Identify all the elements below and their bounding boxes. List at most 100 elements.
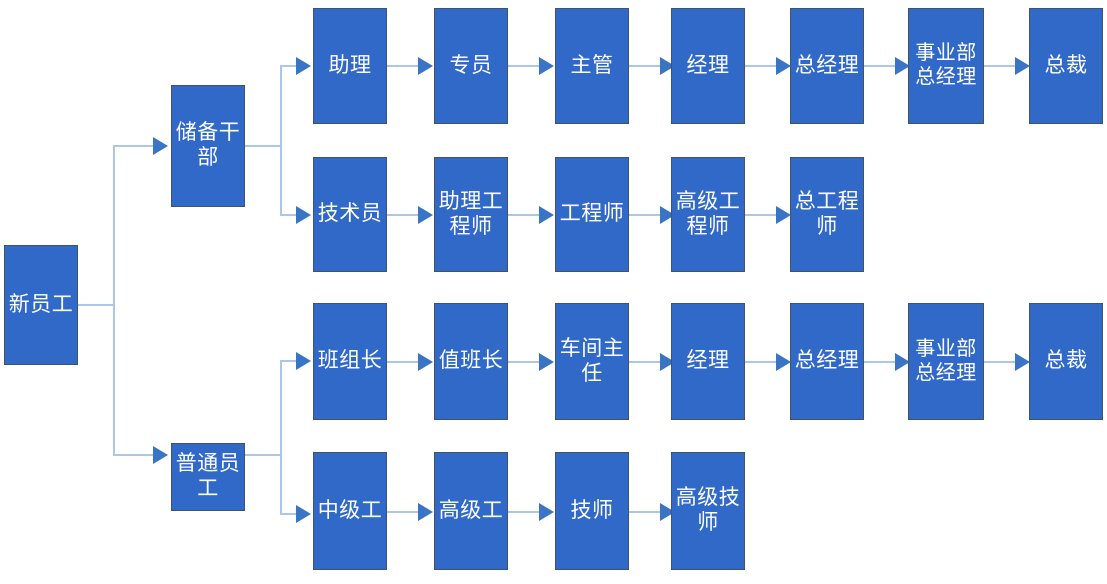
arrow-r2-2: [539, 206, 554, 224]
node-division-general-manager[interactable]: 事业部总经理: [908, 8, 984, 124]
node-label: 普通员工: [175, 452, 241, 500]
node-label: 总工程师: [794, 189, 860, 238]
connector-r1-5: [864, 65, 896, 67]
connector-ordinary-to-production: [280, 360, 297, 362]
arrow-root-to-ordinary: [153, 446, 168, 464]
connector-r1-2: [508, 65, 540, 67]
connector-r3-6: [984, 361, 1016, 363]
node-label: 总经理: [794, 53, 860, 77]
node-label: 车间主任: [559, 336, 625, 385]
arrow-r4-1: [418, 503, 433, 521]
node-manager[interactable]: 经理: [671, 8, 745, 124]
node-label: 值班长: [438, 349, 504, 373]
node-label: 总裁: [1044, 53, 1088, 77]
node-technician-entry[interactable]: 技术员: [313, 157, 387, 272]
connector-r3-4: [745, 361, 777, 363]
node-label: 经理: [686, 349, 730, 373]
arrow-r3-5: [895, 353, 910, 371]
node-team-leader[interactable]: 班组长: [313, 303, 387, 420]
node-engineer[interactable]: 工程师: [555, 157, 629, 272]
connector-root-to-ordinary: [113, 454, 153, 456]
arrow-r1-6: [1015, 57, 1030, 75]
node-label: 技师: [570, 498, 614, 522]
arrow-r3-1: [418, 353, 433, 371]
node-intermediate-worker[interactable]: 中级工: [313, 452, 387, 570]
connector-root-to-reserve: [113, 145, 153, 147]
node-label: 专员: [449, 53, 493, 77]
node-label: 总裁: [1044, 349, 1088, 373]
arrow-r1-4: [776, 57, 791, 75]
node-manager-prod[interactable]: 经理: [671, 303, 745, 420]
node-shift-leader[interactable]: 值班长: [434, 303, 508, 420]
connector-r1-6: [984, 65, 1016, 67]
node-label: 助理: [328, 53, 372, 77]
connector-reserve-trunk: [280, 65, 282, 215]
node-label: 高级工: [438, 498, 504, 522]
node-chief-engineer[interactable]: 总工程师: [790, 157, 864, 272]
connector-r3-1: [387, 361, 419, 363]
arrow-r1-5: [895, 57, 910, 75]
connector-r2-3: [629, 214, 661, 216]
arrow-r2-4: [776, 206, 791, 224]
connector-r1-1: [387, 65, 419, 67]
connector-r4-1: [387, 511, 419, 513]
node-senior-engineer[interactable]: 高级工程师: [671, 157, 745, 272]
connector-r2-2: [508, 214, 540, 216]
node-new-employee[interactable]: 新员工: [4, 245, 78, 365]
arrow-ordinary-to-skill: [296, 505, 311, 523]
connector-reserve-to-management: [280, 65, 297, 67]
node-label: 技术员: [317, 202, 383, 226]
node-specialist[interactable]: 专员: [434, 8, 508, 124]
node-label: 高级技师: [675, 486, 741, 534]
node-general-manager-prod[interactable]: 总经理: [790, 303, 864, 420]
connector-r2-1: [387, 214, 419, 216]
node-senior-technician[interactable]: 高级技师: [671, 452, 745, 570]
node-ordinary-staff[interactable]: 普通员工: [171, 443, 245, 511]
node-label: 助理工程师: [438, 189, 504, 238]
node-senior-worker[interactable]: 高级工: [434, 452, 508, 570]
arrow-r3-2: [539, 353, 554, 371]
node-general-manager[interactable]: 总经理: [790, 8, 864, 124]
connector-root-trunk: [113, 145, 115, 455]
node-label: 新员工: [8, 292, 74, 316]
connector-r3-5: [864, 361, 896, 363]
connector-r3-3: [629, 361, 661, 363]
connector-reserve-to-engineering: [280, 214, 297, 216]
node-label: 班组长: [317, 349, 383, 373]
arrow-r3-6: [1015, 353, 1030, 371]
arrow-r3-4: [776, 353, 791, 371]
node-label: 经理: [686, 53, 730, 77]
node-label: 事业部总经理: [915, 337, 977, 384]
connector-r1-4: [745, 65, 777, 67]
node-reserve-cadre[interactable]: 储备干部: [171, 85, 245, 207]
node-president[interactable]: 总裁: [1029, 8, 1103, 124]
node-label: 事业部总经理: [915, 42, 977, 88]
node-division-general-manager-prod[interactable]: 事业部总经理: [908, 303, 984, 420]
arrow-r4-2: [539, 503, 554, 521]
arrow-root-to-reserve: [153, 137, 168, 155]
arrow-reserve-to-management: [296, 57, 311, 75]
node-president-prod[interactable]: 总裁: [1029, 303, 1103, 420]
node-label: 储备干部: [175, 121, 241, 169]
node-label: 中级工: [317, 498, 383, 522]
arrow-r1-2: [539, 57, 554, 75]
connector-ordinary-stub: [245, 454, 281, 456]
node-assistant-engineer[interactable]: 助理工程师: [434, 157, 508, 272]
arrow-ordinary-to-production: [296, 352, 311, 370]
node-supervisor[interactable]: 主管: [555, 8, 629, 124]
connector-reserve-stub: [245, 145, 281, 147]
arrow-r2-1: [418, 206, 433, 224]
node-assistant[interactable]: 助理: [313, 8, 387, 124]
connector-r4-3: [629, 511, 661, 513]
connector-r2-4: [745, 214, 777, 216]
connector-r3-2: [508, 361, 540, 363]
connector-ordinary-trunk: [280, 360, 282, 515]
node-label: 总经理: [794, 349, 860, 373]
node-workshop-director[interactable]: 车间主任: [555, 303, 629, 420]
arrow-r1-1: [418, 57, 433, 75]
node-technician[interactable]: 技师: [555, 452, 629, 570]
connector-ordinary-to-skill: [280, 513, 297, 515]
node-label: 主管: [570, 53, 614, 77]
arrow-reserve-to-engineering: [296, 206, 311, 224]
